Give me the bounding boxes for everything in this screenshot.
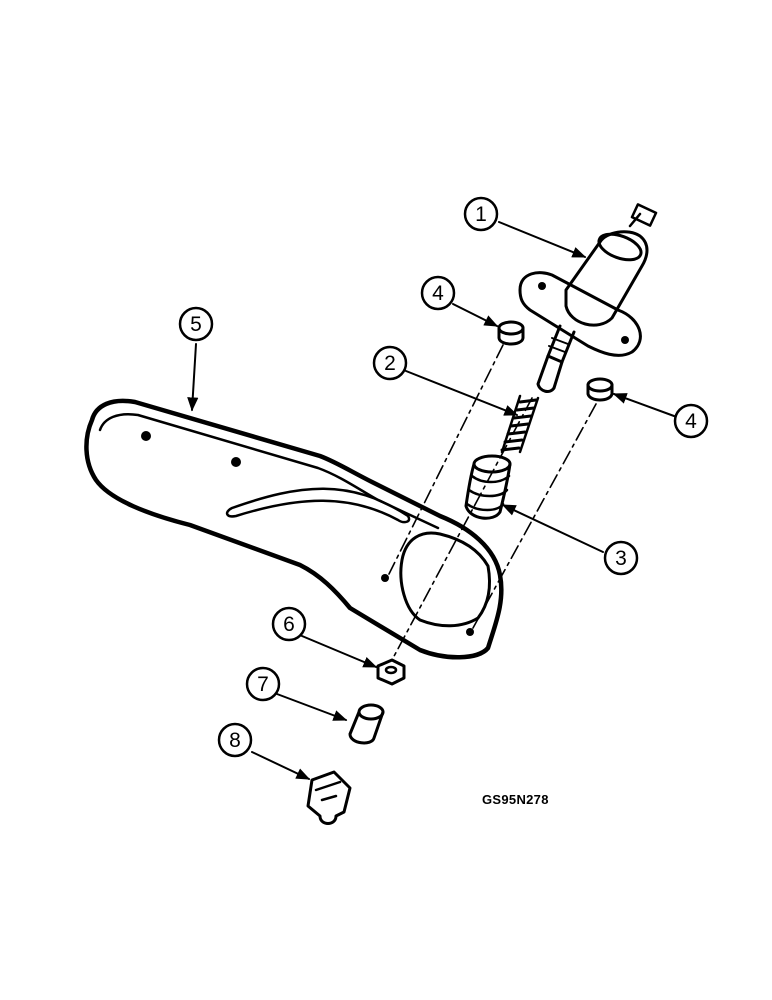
callout-5-label: 5 xyxy=(190,313,202,336)
callout-5: 5 xyxy=(178,306,214,342)
callout-7: 7 xyxy=(245,666,281,702)
leader-lines xyxy=(187,221,675,780)
callout-6-label: 6 xyxy=(283,613,295,636)
bushing-part-4b xyxy=(586,377,614,402)
callout-2-label: 2 xyxy=(384,352,396,375)
callout-2: 2 xyxy=(372,345,408,381)
callout-8-label: 8 xyxy=(229,729,241,752)
solenoid-part-1 xyxy=(518,203,658,393)
callout-1: 1 xyxy=(463,196,499,232)
boot-part-3 xyxy=(464,454,512,520)
callout-1-label: 1 xyxy=(475,203,487,226)
nut-part-6 xyxy=(376,658,406,686)
callout-4a: 4 xyxy=(420,275,456,311)
pedal-bracket-part-5 xyxy=(84,398,504,660)
spring-part-2 xyxy=(500,394,540,454)
callout-3: 3 xyxy=(603,540,639,576)
callout-8: 8 xyxy=(217,722,253,758)
callout-7-label: 7 xyxy=(257,673,269,696)
assembly-center-lines xyxy=(388,344,597,661)
bushing-part-4a xyxy=(497,320,525,346)
spacer-part-7 xyxy=(348,703,385,745)
clip-part-8 xyxy=(306,770,352,825)
callout-6: 6 xyxy=(271,606,307,642)
figure-reference-code: GS95N278 xyxy=(482,792,549,807)
callout-4b: 4 xyxy=(673,403,709,439)
callout-4a-label: 4 xyxy=(432,282,444,305)
callout-3-label: 3 xyxy=(615,547,627,570)
callout-4b-label: 4 xyxy=(685,410,697,433)
